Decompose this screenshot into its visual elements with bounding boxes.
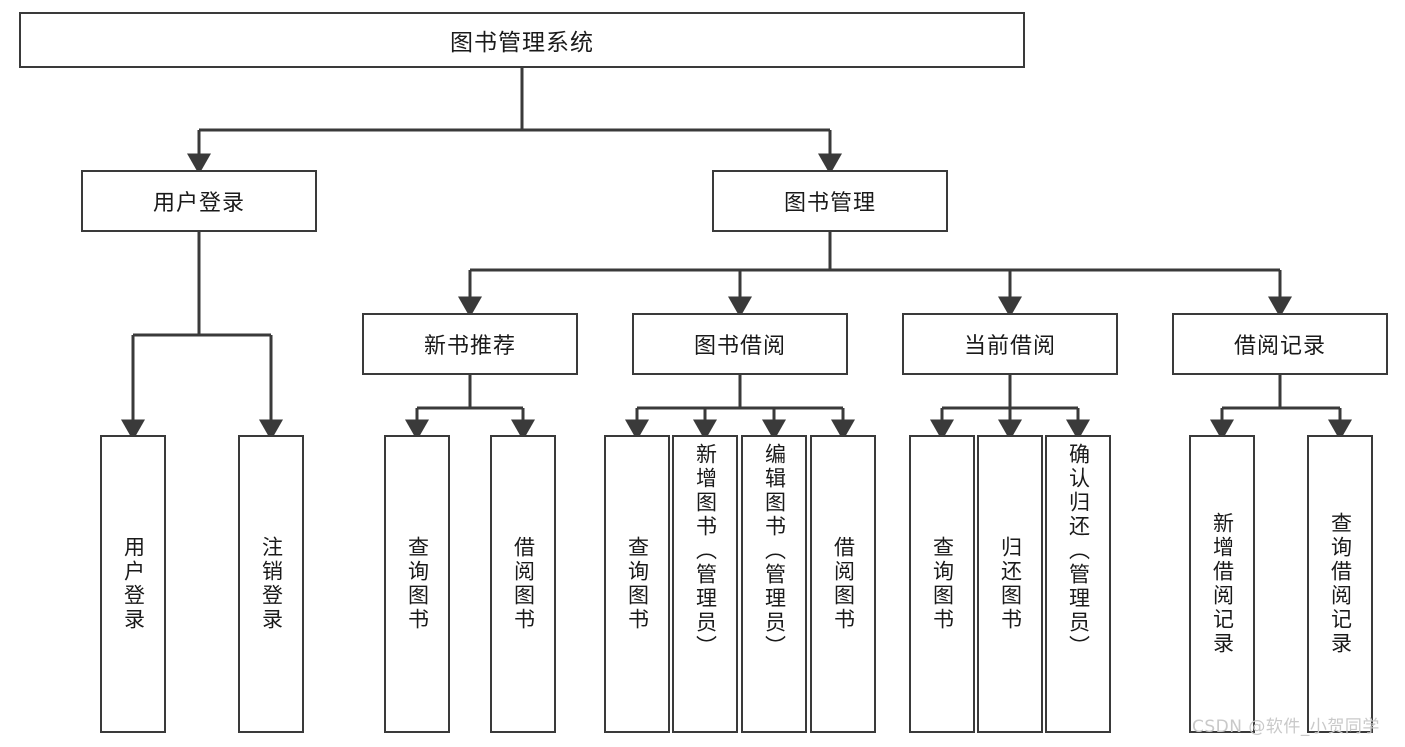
leaf-user-logout[interactable]: 注销登录 bbox=[238, 435, 304, 733]
node-user-login-label: 用户登录 bbox=[152, 191, 245, 216]
node-current-borrow[interactable]: 当前借阅 bbox=[902, 313, 1118, 375]
node-borrow-record-label: 借阅记录 bbox=[1233, 334, 1326, 359]
leaf-borrow-query-book-label: 查询图书 bbox=[625, 536, 650, 632]
leaf-recommend-borrow-book[interactable]: 借阅图书 bbox=[490, 435, 556, 733]
leaf-current-confirm-return[interactable]: 确认归还（管理员） bbox=[1045, 435, 1111, 733]
leaf-current-return-book[interactable]: 归还图书 bbox=[977, 435, 1043, 733]
node-user-login[interactable]: 用户登录 bbox=[81, 170, 317, 232]
node-new-book-recommend-label: 新书推荐 bbox=[423, 334, 516, 359]
node-current-borrow-label: 当前借阅 bbox=[963, 334, 1056, 359]
leaf-user-login[interactable]: 用户登录 bbox=[100, 435, 166, 733]
leaf-current-confirm-return-label: 确认归还（管理员） bbox=[1066, 443, 1091, 659]
leaf-record-add-record-label: 新增借阅记录 bbox=[1210, 512, 1235, 656]
node-book-management-label: 图书管理 bbox=[783, 191, 876, 216]
node-root[interactable]: 图书管理系统 bbox=[19, 12, 1025, 68]
leaf-borrow-add-book[interactable]: 新增图书（管理员） bbox=[672, 435, 738, 733]
leaf-borrow-add-book-label: 新增图书（管理员） bbox=[693, 443, 718, 659]
node-book-borrow[interactable]: 图书借阅 bbox=[632, 313, 848, 375]
leaf-borrow-edit-book-label: 编辑图书（管理员） bbox=[762, 443, 787, 659]
node-new-book-recommend[interactable]: 新书推荐 bbox=[362, 313, 578, 375]
node-borrow-record[interactable]: 借阅记录 bbox=[1172, 313, 1388, 375]
leaf-current-query-book[interactable]: 查询图书 bbox=[909, 435, 975, 733]
leaf-recommend-borrow-book-label: 借阅图书 bbox=[511, 536, 536, 632]
node-book-borrow-label: 图书借阅 bbox=[693, 334, 786, 359]
leaf-borrow-borrow-book[interactable]: 借阅图书 bbox=[810, 435, 876, 733]
leaf-record-query-record-label: 查询借阅记录 bbox=[1328, 512, 1353, 656]
leaf-current-return-book-label: 归还图书 bbox=[998, 536, 1023, 632]
leaf-user-logout-label: 注销登录 bbox=[259, 536, 284, 632]
leaf-borrow-query-book[interactable]: 查询图书 bbox=[604, 435, 670, 733]
csdn-watermark: CSDN @软件_小贺同学 bbox=[1192, 717, 1380, 737]
leaf-recommend-query-book-label: 查询图书 bbox=[405, 536, 430, 632]
leaf-borrow-edit-book[interactable]: 编辑图书（管理员） bbox=[741, 435, 807, 733]
leaf-current-query-book-label: 查询图书 bbox=[930, 536, 955, 632]
node-root-label: 图书管理系统 bbox=[450, 30, 594, 56]
leaf-recommend-query-book[interactable]: 查询图书 bbox=[384, 435, 450, 733]
leaf-record-query-record[interactable]: 查询借阅记录 bbox=[1307, 435, 1373, 733]
node-book-management[interactable]: 图书管理 bbox=[712, 170, 948, 232]
leaf-record-add-record[interactable]: 新增借阅记录 bbox=[1189, 435, 1255, 733]
leaf-borrow-borrow-book-label: 借阅图书 bbox=[831, 536, 856, 632]
leaf-user-login-label: 用户登录 bbox=[121, 536, 146, 632]
